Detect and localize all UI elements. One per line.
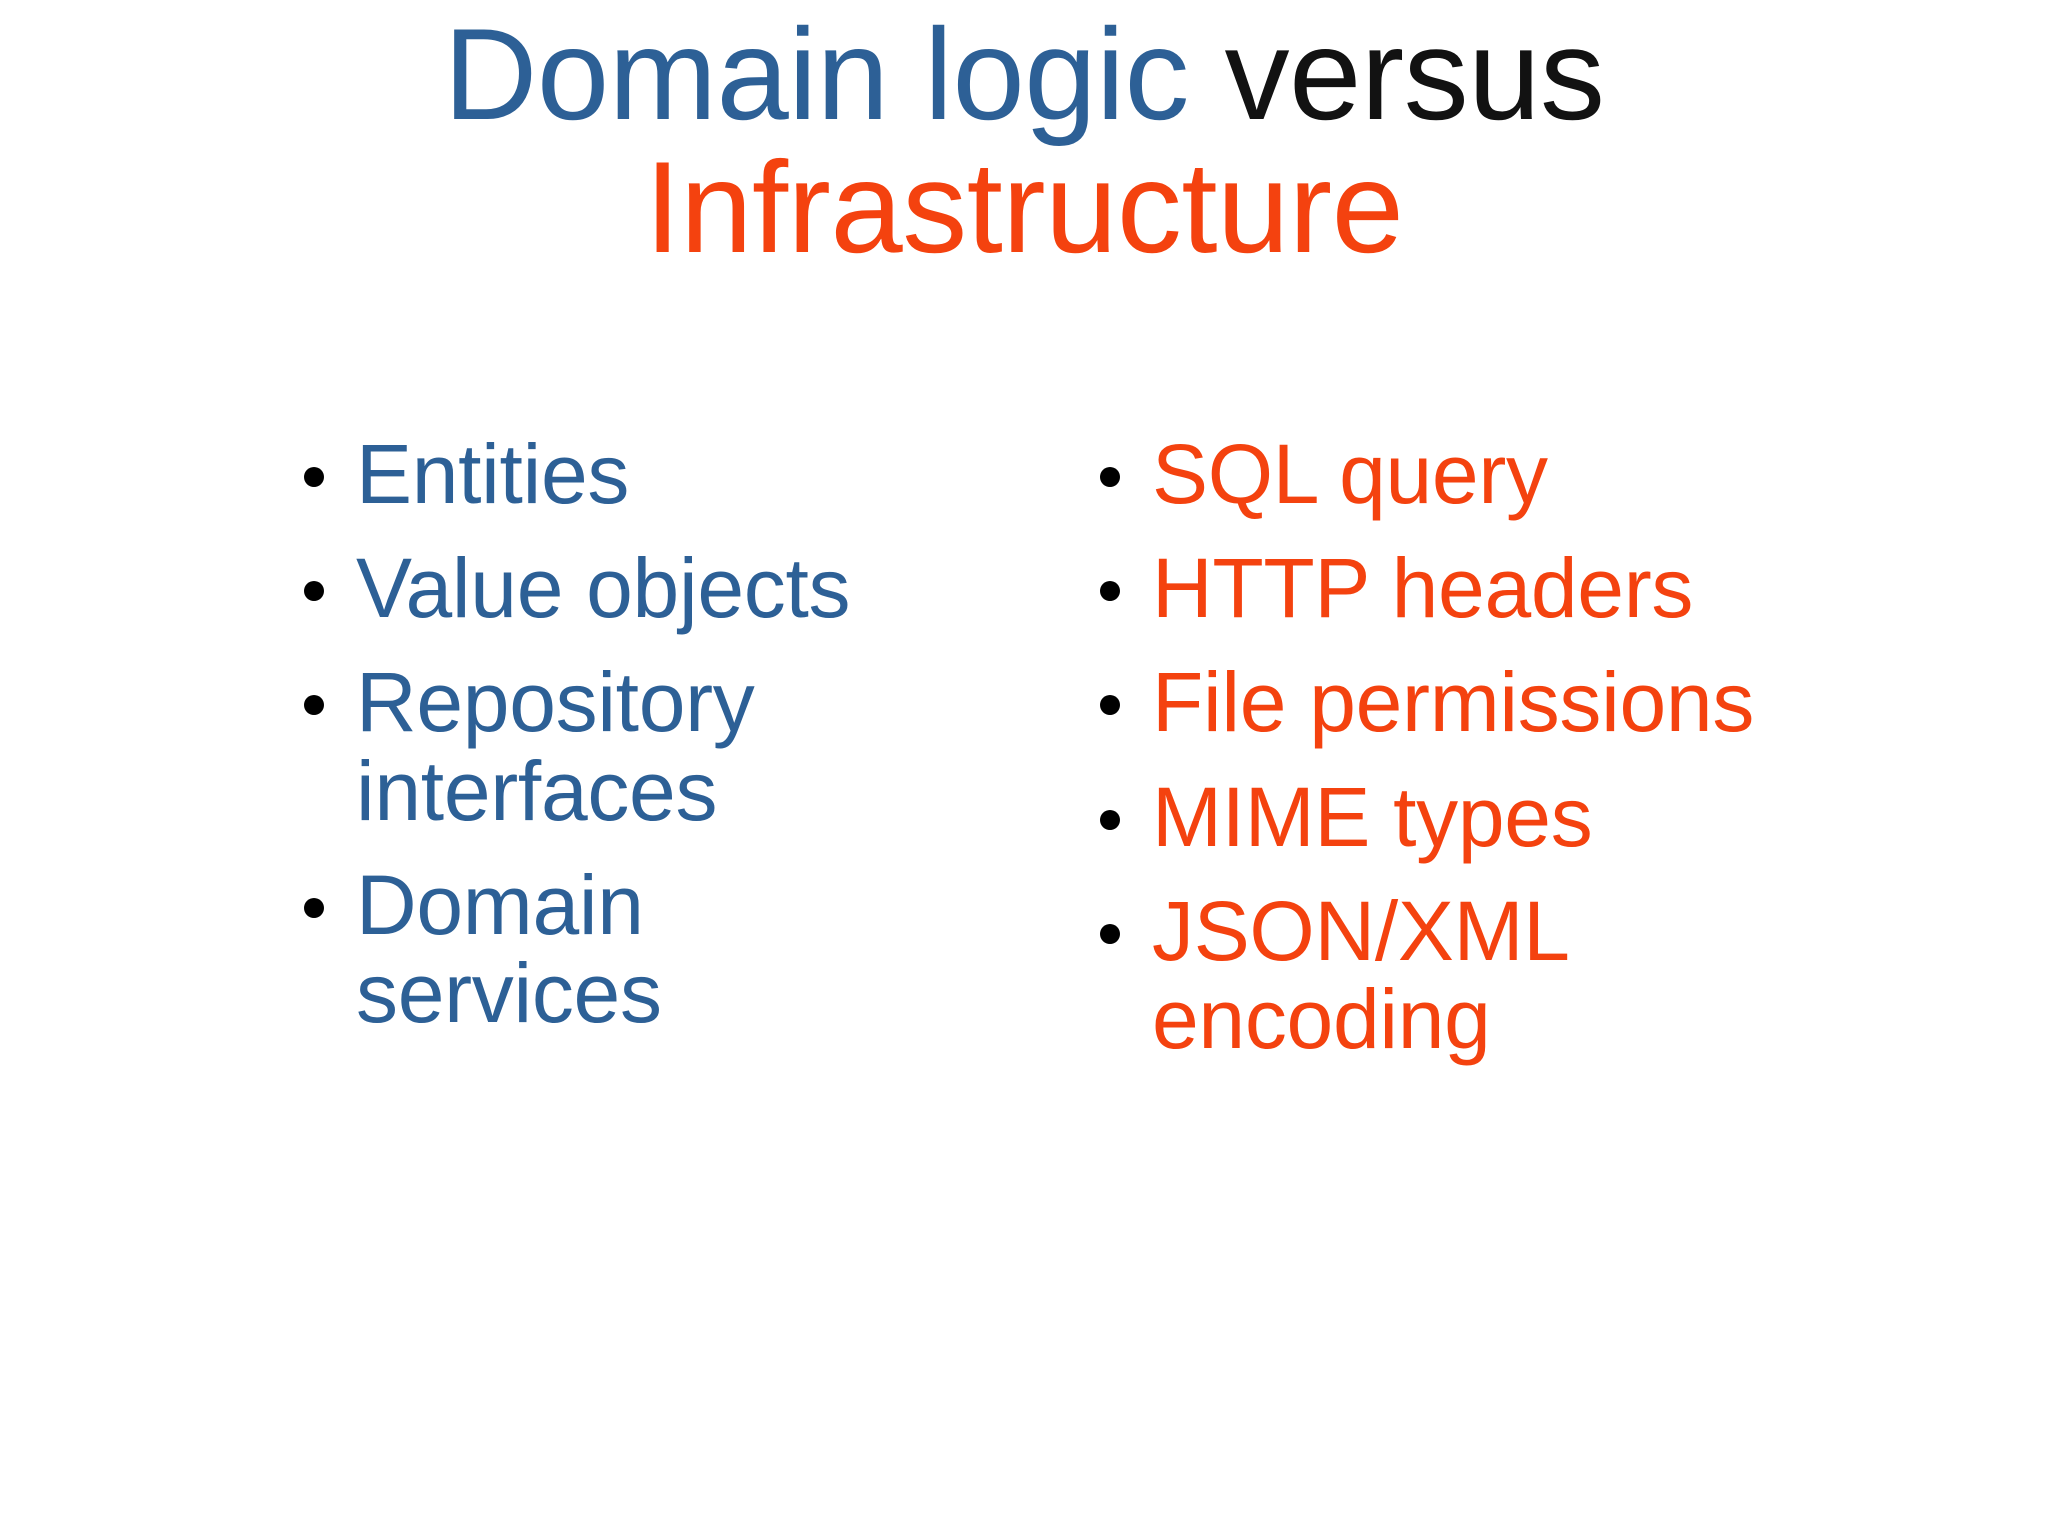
domain-logic-column: Entities Value objects Repository interf… bbox=[0, 430, 1024, 1037]
infrastructure-column: SQL query HTTP headers File permissions … bbox=[1024, 430, 2048, 1063]
list-item: SQL query bbox=[1084, 430, 1792, 518]
list-item: Domain services bbox=[288, 861, 956, 1037]
bullet-dot-icon bbox=[1100, 695, 1120, 716]
bullet-dot-icon bbox=[1100, 466, 1120, 487]
list-item-label: Value objects bbox=[356, 541, 851, 636]
list-item-label: MIME types bbox=[1152, 769, 1593, 864]
list-item-label: Entities bbox=[356, 427, 630, 521]
list-item: HTTP headers bbox=[1084, 544, 1792, 632]
title-line-1: Domain logic versus bbox=[0, 8, 2048, 141]
bullet-columns: Entities Value objects Repository interf… bbox=[0, 430, 2048, 1330]
list-item-label: Repository interfaces bbox=[356, 655, 755, 838]
slide-title: Domain logic versus Infrastructure bbox=[0, 8, 2048, 273]
list-item: File permissions bbox=[1084, 655, 1792, 750]
list-item: JSON/XML encoding bbox=[1084, 887, 1792, 1063]
title-versus-word: versus bbox=[1224, 1, 1605, 147]
list-item: Value objects bbox=[288, 544, 956, 632]
list-item: MIME types bbox=[1084, 769, 1792, 864]
title-versus bbox=[1189, 1, 1225, 147]
bullet-dot-icon bbox=[1100, 809, 1120, 830]
bullet-dot-icon bbox=[304, 581, 324, 602]
bullet-dot-icon bbox=[1100, 581, 1120, 602]
list-item-label: File permissions bbox=[1152, 655, 1755, 750]
list-item: Repository interfaces bbox=[288, 655, 956, 838]
list-item-label: HTTP headers bbox=[1152, 541, 1694, 636]
list-item: Entities bbox=[288, 430, 956, 518]
bullet-dot-icon bbox=[304, 695, 324, 716]
bullet-dot-icon bbox=[304, 897, 324, 918]
bullet-dot-icon bbox=[1100, 923, 1120, 944]
list-item-label: SQL query bbox=[1152, 427, 1548, 521]
bullet-dot-icon bbox=[304, 466, 324, 487]
list-item-label: JSON/XML encoding bbox=[1152, 883, 1567, 1066]
infrastructure-list: SQL query HTTP headers File permissions … bbox=[1084, 430, 2008, 1063]
title-domain-logic: Domain logic bbox=[443, 1, 1190, 147]
domain-logic-list: Entities Value objects Repository interf… bbox=[288, 430, 984, 1037]
title-line-2-infrastructure: Infrastructure bbox=[644, 133, 1404, 280]
list-item-label: Domain services bbox=[356, 857, 662, 1040]
